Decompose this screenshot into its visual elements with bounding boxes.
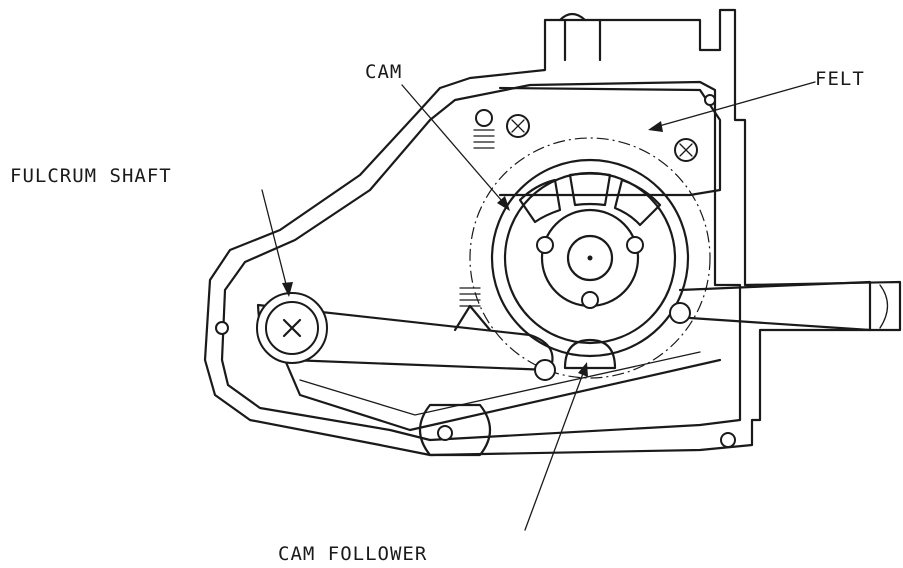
- leader-lines: [261, 81, 816, 531]
- cam-label: CAM: [365, 61, 402, 83]
- cam-follower: [534, 302, 691, 381]
- fulcrum-shaft-label: FULCRUM SHAFT: [10, 165, 172, 187]
- lower-roller: [418, 403, 736, 457]
- cam-follower-label: CAM FOLLOWER: [278, 543, 427, 565]
- felt-screws: [473, 94, 716, 162]
- cam-disc: [469, 137, 711, 379]
- felt-label: FELT: [815, 68, 865, 90]
- housing-frame: [203, 8, 902, 457]
- fulcrum-lever: [215, 287, 554, 372]
